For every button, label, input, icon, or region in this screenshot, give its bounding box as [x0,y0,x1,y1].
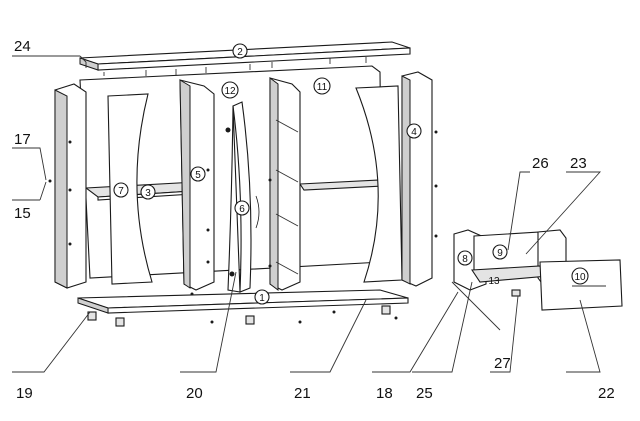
left-arched-door [107,93,153,285]
bottom-panel [77,289,409,314]
right-side-panel [401,71,433,287]
part-5-label: 5 [195,170,201,181]
part-12-label: 12 [224,86,236,97]
part-10-label: 10 [574,272,586,283]
part-11-label: 11 [317,82,328,93]
part-1-label: 1 [259,293,265,304]
leader-lines [12,55,602,373]
callout-23: 23 [570,155,587,172]
feet [87,305,391,327]
callout-17: 17 [14,131,31,148]
center-door [227,101,260,293]
callout-18: 18 [376,385,393,402]
part-3-label: 3 [145,188,151,199]
callout-21: 21 [294,385,311,402]
left-side-panel [54,83,87,289]
part-2-label: 2 [237,47,243,58]
callout-22: 22 [598,385,615,402]
part-4-label: 4 [411,127,417,138]
part-9-label: 9 [497,248,503,259]
callout-20: 20 [186,385,203,402]
part-6-label: 6 [239,204,245,215]
callout-26: 26 [532,155,549,172]
right-arched-door [355,85,403,283]
callout-27: 27 [494,355,511,372]
part-markers: 2 1 3 4 5 6 7 8 9 10 11 12 13 [113,43,589,305]
middle-partition [179,79,215,291]
drawer-assembly [451,229,623,331]
part-13-label: 13 [488,276,500,287]
callout-24: 24 [14,38,31,55]
top-dowels [85,57,367,76]
right-partition [269,77,301,291]
callout-15: 15 [14,205,31,222]
callout-numbers: 24 17 15 19 20 21 18 25 27 22 26 23 [14,38,615,402]
part-7-label: 7 [118,186,124,197]
screws [48,127,438,324]
callout-19: 19 [16,385,33,402]
callout-25: 25 [416,385,433,402]
part-8-label: 8 [462,254,468,265]
